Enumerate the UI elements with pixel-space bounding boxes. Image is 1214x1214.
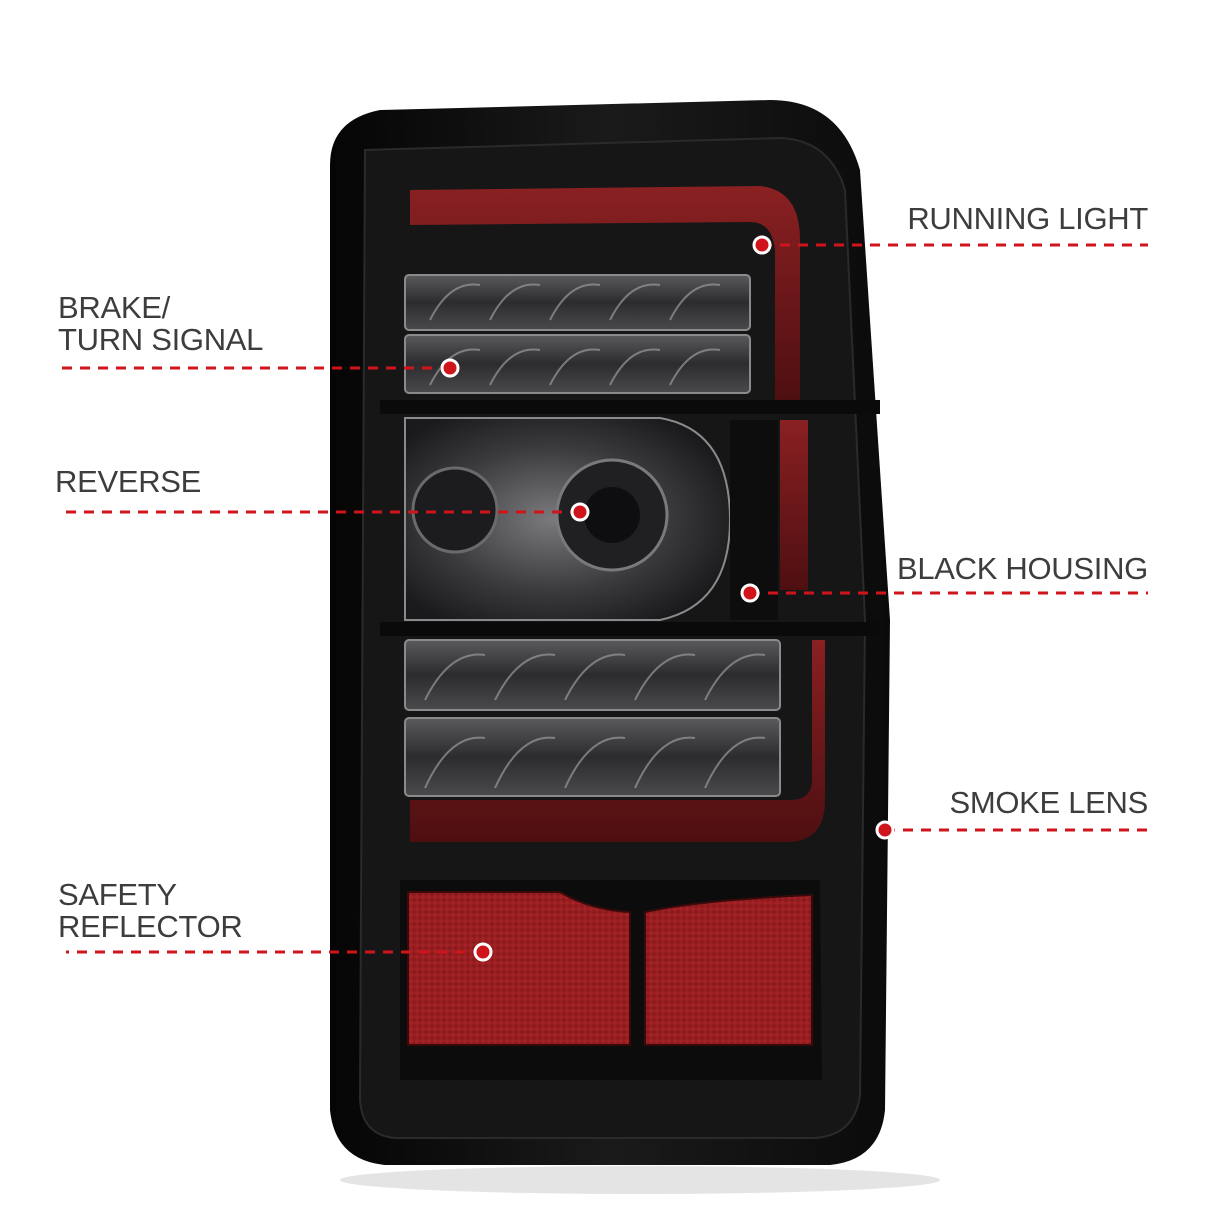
label-running-light: RUNNING LIGHT — [907, 203, 1148, 235]
label-reverse-text: REVERSE — [55, 464, 202, 499]
brake-turn-dot — [440, 358, 460, 378]
label-smoke-lens-text: SMOKE LENS — [949, 785, 1148, 820]
safety-reflector — [407, 891, 631, 1046]
running-light-bar — [410, 186, 800, 400]
label-safety-reflector-line2: REFLECTOR — [58, 909, 243, 944]
label-black-housing: BLACK HOUSING — [897, 553, 1148, 585]
safety-reflector-dot — [473, 942, 493, 962]
running-light-dot — [752, 235, 772, 255]
label-black-housing-text: BLACK HOUSING — [896, 551, 1148, 586]
label-safety-reflector-line1: SAFETY — [58, 877, 177, 912]
label-smoke-lens: SMOKE LENS — [949, 787, 1148, 819]
callout-dots — [440, 235, 895, 962]
brake-lens-upper-1 — [404, 274, 751, 331]
label-safety-reflector: SAFETY REFLECTOR — [58, 877, 243, 944]
label-reverse: REVERSE — [55, 466, 201, 498]
black-housing-dot — [740, 583, 760, 603]
label-running-light-text: RUNNING LIGHT — [907, 201, 1148, 236]
reverse-dot — [570, 502, 590, 522]
smoke-lens-dot — [875, 820, 895, 840]
label-brake-turn: BRAKE/ TURN SIGNAL — [58, 292, 263, 356]
label-brake-turn-line2: TURN SIGNAL — [58, 322, 264, 357]
label-brake-turn-line1: BRAKE/ — [58, 290, 170, 325]
